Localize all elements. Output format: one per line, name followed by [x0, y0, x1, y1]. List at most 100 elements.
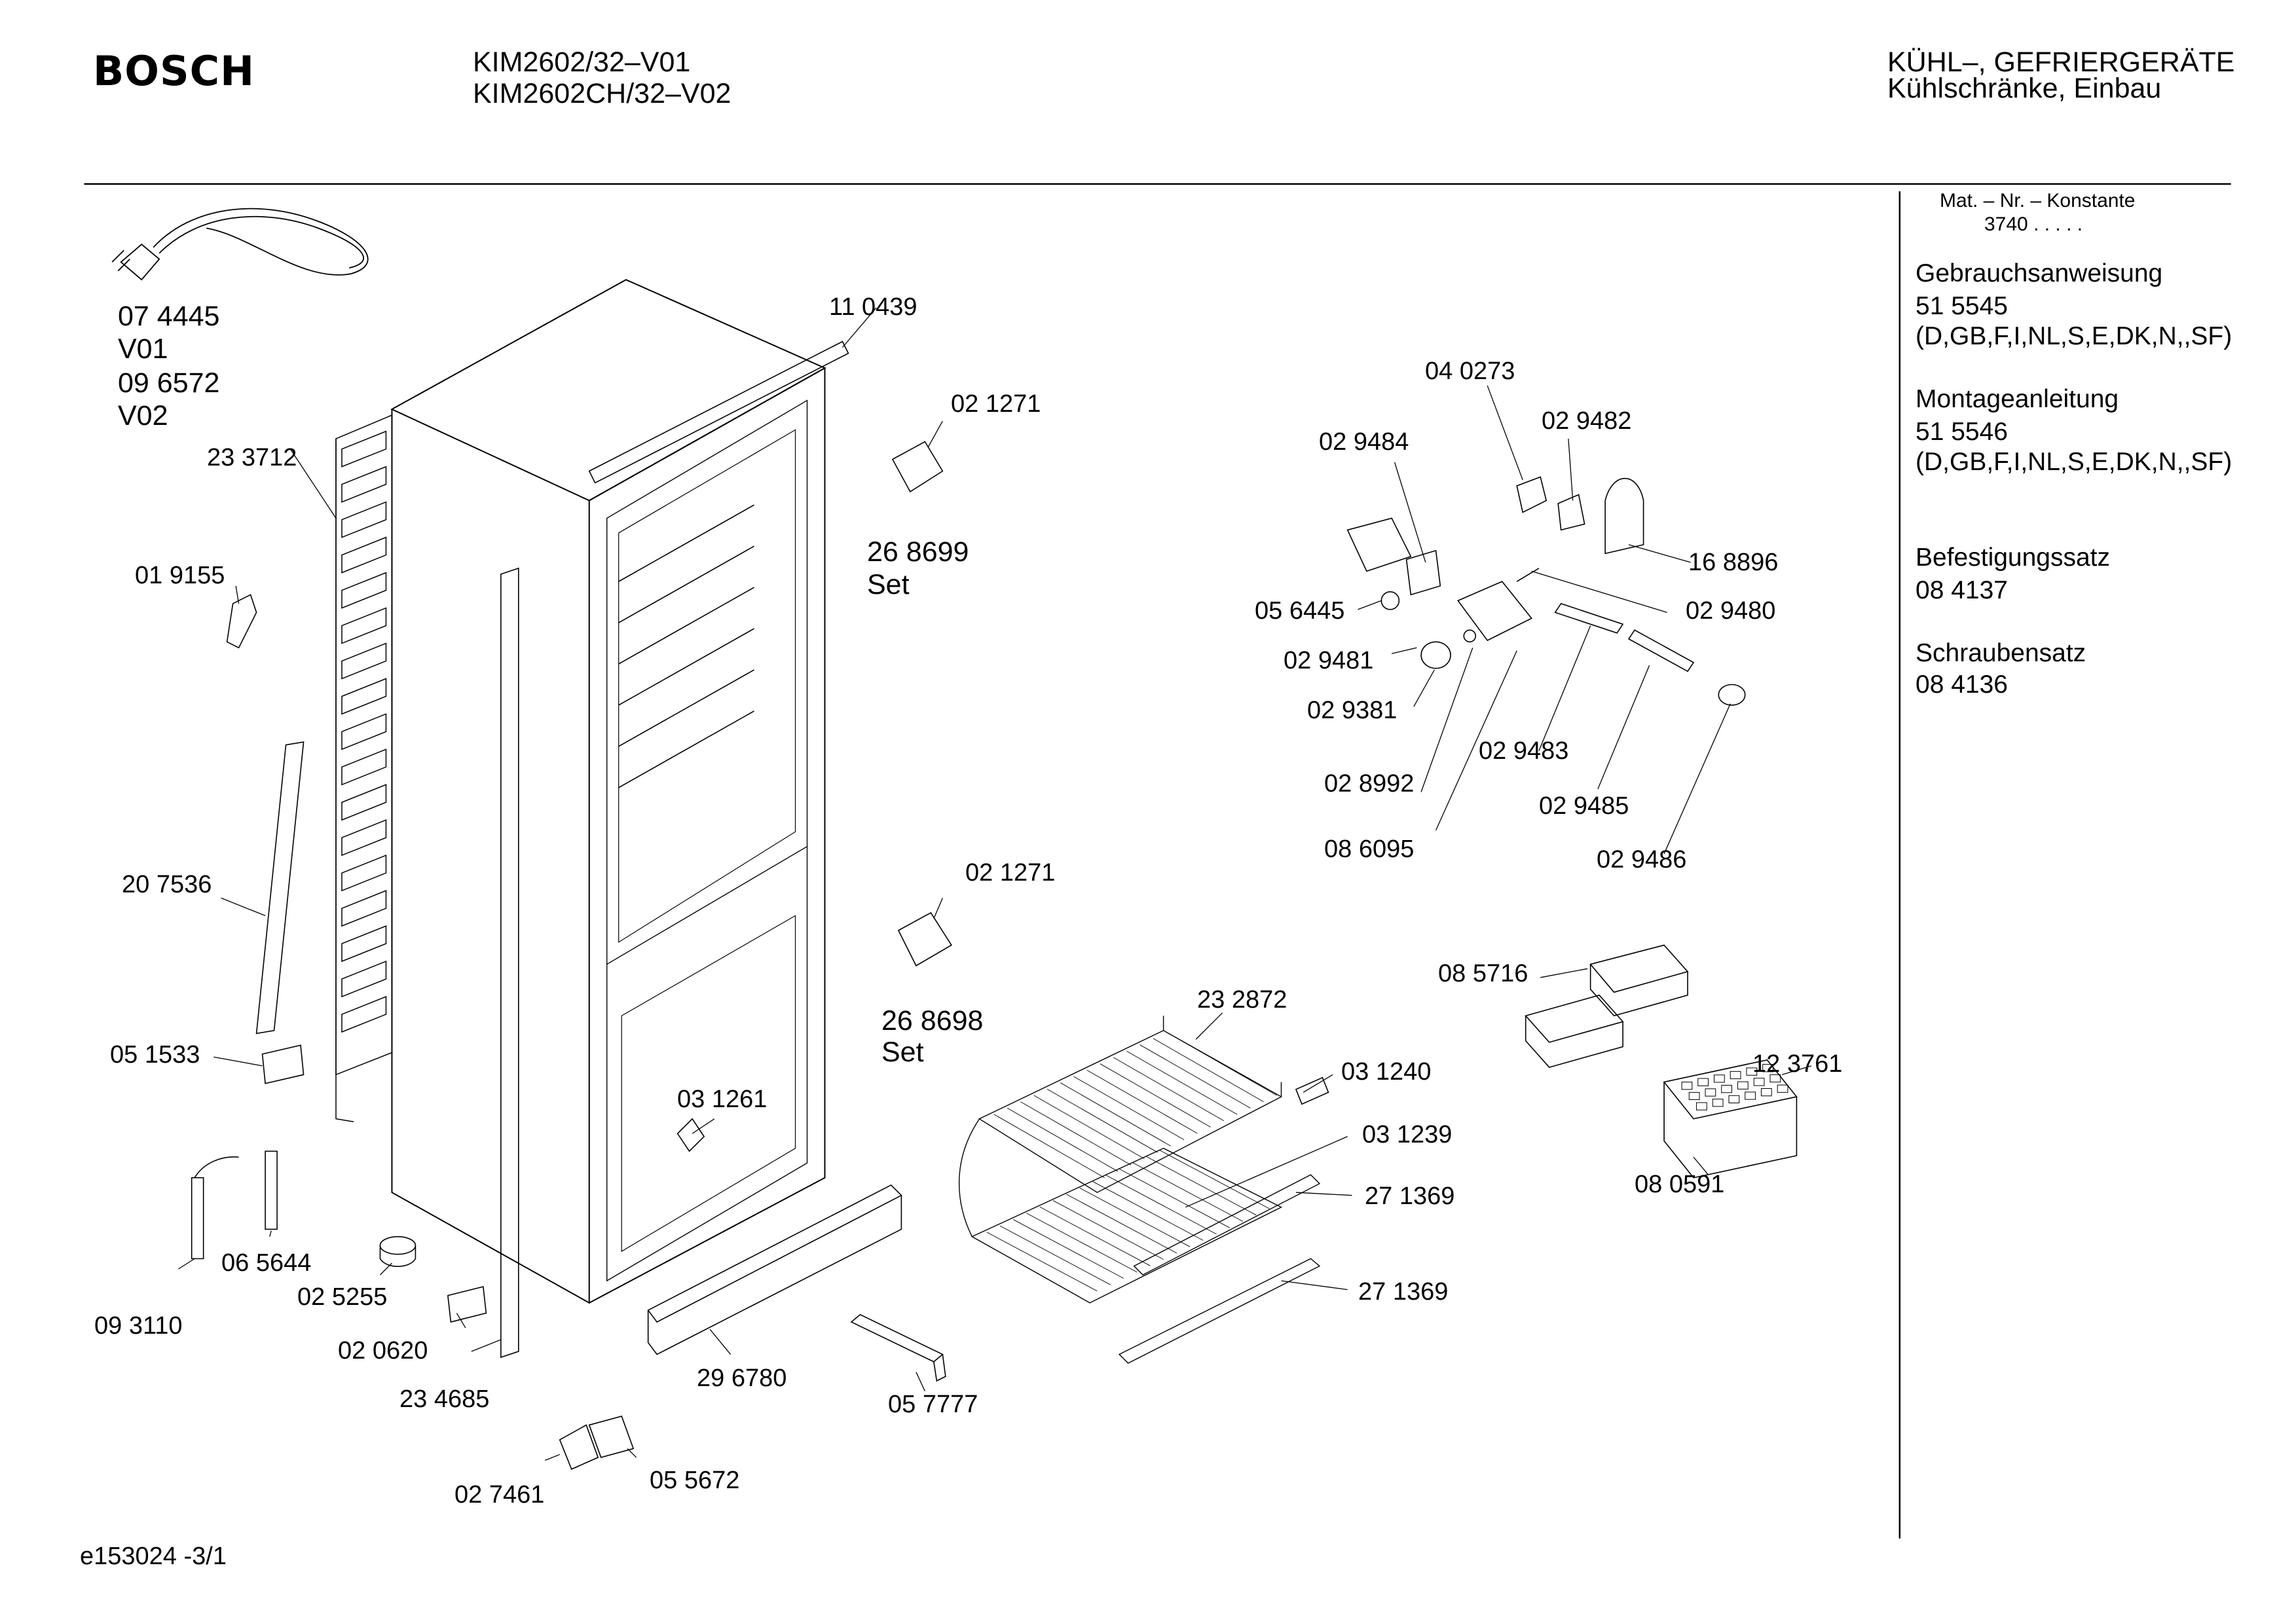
part-label: 05 7777	[888, 1391, 978, 1418]
part-label-set: Set	[881, 1036, 924, 1068]
condenser-tube	[342, 467, 386, 502]
shelf-wire	[619, 629, 754, 705]
part-label: 05 6445	[1255, 597, 1345, 625]
rack-wire	[1166, 1032, 1277, 1095]
ice-cube-slot	[1722, 1086, 1732, 1093]
seal-strip	[257, 742, 304, 1033]
leader-line	[290, 449, 336, 519]
leader-line	[928, 421, 942, 447]
fridge-cabinet	[392, 280, 824, 1303]
part-label: 02 9381	[1307, 697, 1398, 724]
rack-wire	[1066, 1194, 1177, 1253]
rack-wire	[1040, 1207, 1151, 1266]
part-label: 03 1240	[1341, 1058, 1432, 1086]
rack-wire	[1073, 1076, 1184, 1140]
part-label: 23 2872	[1197, 986, 1287, 1014]
leader-line	[1540, 968, 1587, 977]
ice-accessories	[1526, 945, 1797, 1177]
part-label: 27 1369	[1365, 1182, 1455, 1210]
installation-languages: (D,GB,F,I,NL,S,E,DK,N,,SF)	[1916, 448, 2232, 476]
ice-cube-slot	[1698, 1078, 1709, 1086]
part-label: 29 6780	[697, 1365, 787, 1392]
condenser-tube	[342, 538, 386, 573]
leader-line	[270, 1231, 271, 1237]
part-label: 02 1271	[951, 390, 1041, 418]
part-label: 02 9484	[1319, 428, 1409, 456]
part-label: 27 1369	[1358, 1278, 1449, 1306]
rack-wire	[1093, 1182, 1204, 1241]
part-label: 03 1239	[1362, 1121, 1453, 1148]
leader-line	[627, 1448, 636, 1457]
rack-wire	[1047, 1089, 1158, 1152]
part-label: 02 0620	[338, 1337, 428, 1365]
leader-line	[1532, 571, 1667, 612]
leader-line	[1303, 1074, 1333, 1092]
leader-line	[1568, 439, 1573, 500]
part-label: 05 5672	[650, 1467, 740, 1494]
thermostat-assembly	[1348, 477, 1745, 705]
leader-line	[236, 586, 238, 604]
rack-wire	[994, 1114, 1105, 1178]
ice-cube-slot	[1729, 1095, 1739, 1103]
installation-title: Montageanleitung	[1916, 385, 2119, 413]
leader-line	[1196, 1013, 1222, 1039]
condenser-tube	[342, 431, 386, 467]
condenser-tube	[342, 961, 386, 997]
ice-cube-slot	[1770, 1074, 1781, 1082]
part-label-cable-2: 09 6572	[118, 367, 220, 399]
ice-cube-slot	[1737, 1082, 1748, 1089]
manual-number: 51 5545	[1916, 292, 2008, 320]
category-title: KÜHL–, GEFRIERGERÄTE	[1887, 46, 2235, 78]
part-label-set: Set	[867, 569, 910, 600]
rack-wire	[987, 1232, 1098, 1291]
leader-line	[1414, 670, 1434, 706]
manual-languages: (D,GB,F,I,NL,S,E,DK,N,,SF)	[1916, 322, 2232, 350]
part-label: 02 9481	[1284, 647, 1374, 674]
rack-wire	[1159, 1150, 1270, 1209]
leader-line	[1421, 648, 1473, 792]
condenser-tube	[342, 820, 386, 855]
rack-wire	[1153, 1038, 1264, 1102]
leader-line	[1358, 600, 1381, 609]
ice-cube-slot	[1754, 1078, 1764, 1086]
part-label: 20 7536	[122, 871, 212, 898]
condenser-tube	[342, 890, 386, 926]
leader-line	[545, 1454, 559, 1460]
part-label: 16 8896	[1688, 549, 1779, 576]
rack-wire	[1000, 1226, 1111, 1285]
rack-wire	[1126, 1051, 1237, 1114]
mounting-kit-title: Befestigungssatz	[1916, 543, 2111, 572]
brand-logo: BOSCH	[93, 47, 255, 95]
part-label: 02 9482	[1542, 407, 1632, 435]
rack-wire	[1113, 1057, 1224, 1121]
subcategory-title: Kühlschränke, Einbau	[1887, 73, 2162, 104]
part-label: 02 9483	[1479, 737, 1569, 765]
part-label-cable-1-variant: V01	[118, 333, 168, 365]
leader-line	[692, 1119, 714, 1133]
ice-cube-slot	[1761, 1088, 1771, 1095]
part-label: 26 8699	[867, 536, 969, 568]
part-label: 02 9480	[1686, 597, 1776, 625]
leader-line	[1782, 1066, 1811, 1074]
ice-cube-slot	[1763, 1065, 1773, 1072]
door-strip	[501, 568, 519, 1357]
part-label: 01 9155	[135, 562, 225, 589]
ice-cube-slot	[1705, 1089, 1716, 1096]
ice-cube-slot	[1697, 1103, 1707, 1110]
shelf-wire	[619, 711, 754, 788]
part-label: 02 9486	[1597, 846, 1687, 873]
rack-wire	[1100, 1064, 1211, 1127]
condenser-tube	[342, 749, 386, 784]
leader-line	[213, 1057, 262, 1065]
condenser-tube	[342, 926, 386, 961]
shelf-wire	[619, 587, 754, 664]
part-label: 12 3761	[1752, 1050, 1843, 1078]
condenser-tube	[342, 679, 386, 714]
ice-cube-slot	[1714, 1075, 1725, 1082]
part-label: 08 0591	[1635, 1171, 1725, 1198]
ice-cube-slot	[1713, 1099, 1723, 1107]
plinth-piece	[851, 1315, 946, 1381]
rack-wire	[1140, 1045, 1251, 1108]
condenser-tube	[342, 784, 386, 820]
